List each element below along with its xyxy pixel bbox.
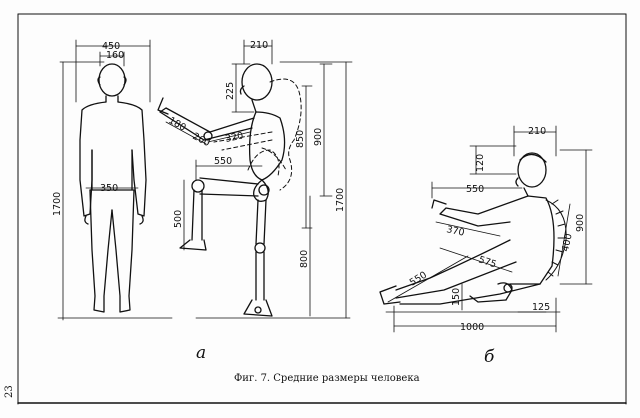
label-leg: 800: [299, 250, 310, 268]
label-shoulder-height: 850: [295, 130, 306, 148]
label-height-side: 1700: [335, 188, 346, 212]
label-b-total-length: 1000: [460, 322, 484, 333]
label-chin-offset: 225: [225, 82, 236, 100]
label-head-width: 160: [106, 50, 124, 61]
page-number: 23: [4, 385, 15, 398]
label-head-depth: 210: [250, 40, 268, 51]
label-b-back: 400: [560, 233, 575, 253]
dim-line-b-back: [557, 203, 571, 277]
label-hip-width: 350: [100, 183, 118, 194]
label-figure-b: б: [484, 347, 495, 367]
seat-back: [545, 199, 567, 281]
dim-line-b-body: [439, 247, 513, 273]
label-shoulder-width: 450: [102, 41, 120, 52]
label-thigh: 550: [214, 156, 232, 167]
label-b-head-depth: 210: [528, 126, 546, 137]
dim-line-forearm: [165, 121, 207, 145]
label-torso: 900: [313, 128, 324, 146]
dim-line-b-shin: [387, 255, 469, 303]
side-figure-dashed: [213, 78, 302, 191]
label-b-total-height: 900: [575, 214, 586, 232]
label-b-head-height: 120: [475, 154, 486, 172]
dim-line-b-arm: [435, 221, 501, 237]
label-upper-arm-a: 260: [191, 131, 212, 149]
label-b-shin: 550: [408, 270, 429, 289]
label-shin: 500: [173, 210, 184, 228]
label-upper-arm-b: 320: [224, 130, 244, 145]
front-figure: [79, 63, 147, 313]
label-height-a: 1700: [52, 192, 63, 216]
label-b-arm: 370: [445, 224, 465, 239]
dim-line-upper-arm: [207, 131, 251, 143]
figure-caption: Фиг. 7. Средние размеры человека: [234, 373, 420, 384]
label-figure-a: а: [196, 343, 206, 363]
label-b-body: 575: [477, 254, 498, 270]
side-figure: [157, 63, 286, 317]
label-b-seat-height: 150: [451, 288, 462, 306]
label-b-seat-depth: 125: [532, 302, 550, 313]
label-b-reach: 550: [466, 184, 484, 195]
